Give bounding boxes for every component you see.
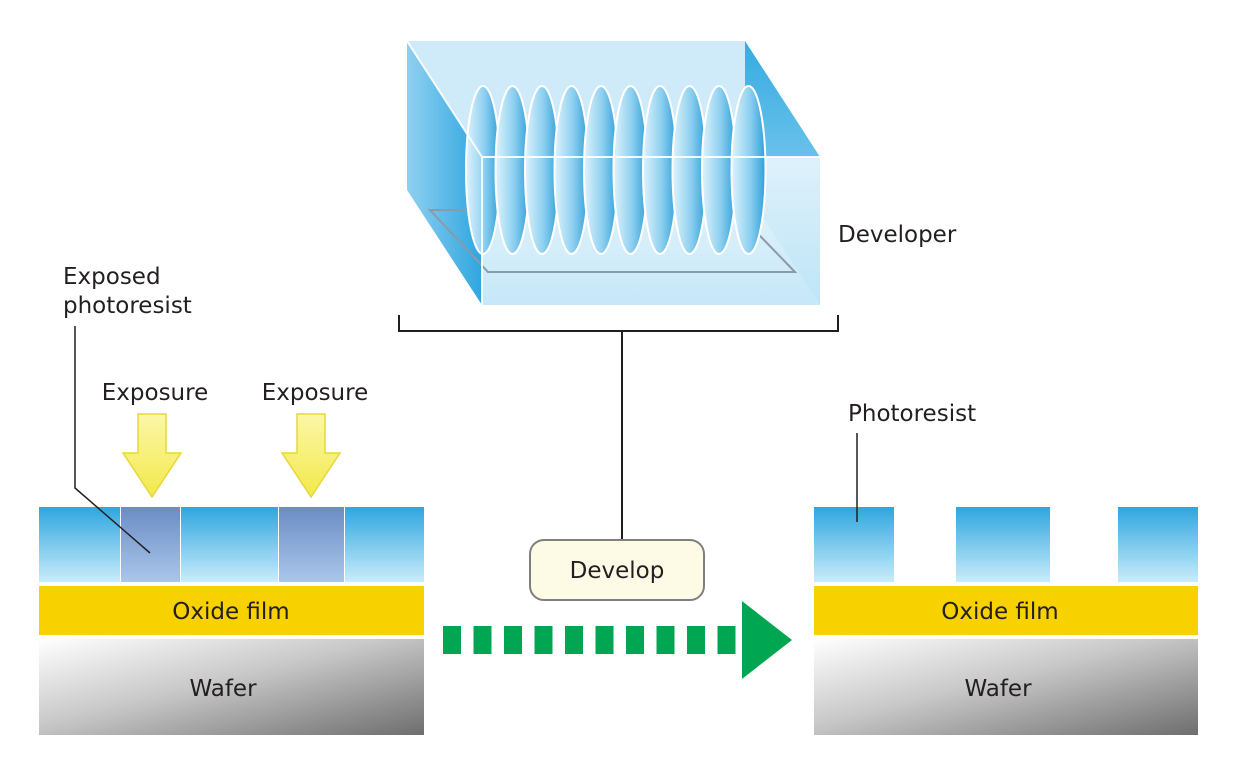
arrow-dash bbox=[565, 626, 583, 654]
resist-segment bbox=[956, 507, 1050, 582]
exposed-resist-segment bbox=[121, 507, 180, 582]
wafer-discs bbox=[465, 85, 767, 255]
resist-segment bbox=[181, 507, 278, 582]
exposure-label-right: Exposure bbox=[262, 380, 368, 406]
resist-segment bbox=[345, 507, 424, 582]
arrow-dash bbox=[687, 626, 705, 654]
wafer-label: Wafer bbox=[964, 676, 1032, 702]
exposed-photoresist-label-line1: Exposed bbox=[63, 264, 161, 290]
arrow-dash bbox=[717, 626, 736, 654]
develop-label: Develop bbox=[570, 558, 665, 584]
arrow-dash bbox=[443, 626, 461, 654]
developer-tank bbox=[406, 40, 820, 305]
wafer-disc bbox=[730, 85, 767, 255]
arrow-dash bbox=[626, 626, 644, 654]
exposed-photoresist-label-line2: photoresist bbox=[63, 293, 192, 319]
arrow-right-icon bbox=[443, 601, 792, 679]
develop-step-box: Develop bbox=[529, 539, 705, 601]
left-stack: Oxide film Wafer bbox=[39, 507, 424, 735]
arrow-dash bbox=[473, 626, 492, 654]
arrow-dash bbox=[504, 626, 522, 654]
exposed-photoresist-leader bbox=[74, 326, 151, 554]
arrow-dash bbox=[656, 626, 675, 654]
wafer-layer bbox=[814, 639, 1198, 735]
right-stack: Oxide film Wafer bbox=[814, 507, 1198, 735]
exposed-resist-segment bbox=[279, 507, 344, 582]
resist-segment bbox=[1118, 507, 1198, 582]
arrow-down-icon bbox=[280, 413, 342, 499]
exposure-label-left: Exposure bbox=[102, 380, 208, 406]
oxide-film-label: Oxide film bbox=[941, 599, 1058, 625]
developer-bracket bbox=[398, 315, 839, 540]
resist-segment bbox=[39, 507, 120, 582]
photoresist-label: Photoresist bbox=[848, 401, 976, 427]
oxide-film-label: Oxide film bbox=[172, 599, 289, 625]
arrow-dash bbox=[534, 626, 553, 654]
developer-label: Developer bbox=[838, 222, 957, 248]
arrow-dash bbox=[595, 626, 614, 654]
wafer-label: Wafer bbox=[189, 676, 257, 702]
wafer-layer bbox=[39, 639, 424, 735]
tank-left-face bbox=[407, 41, 482, 305]
oxide-film-layer bbox=[814, 586, 1198, 635]
resist-segment bbox=[814, 507, 894, 582]
arrow-down-icon bbox=[121, 413, 183, 499]
oxide-film-layer bbox=[39, 586, 424, 635]
